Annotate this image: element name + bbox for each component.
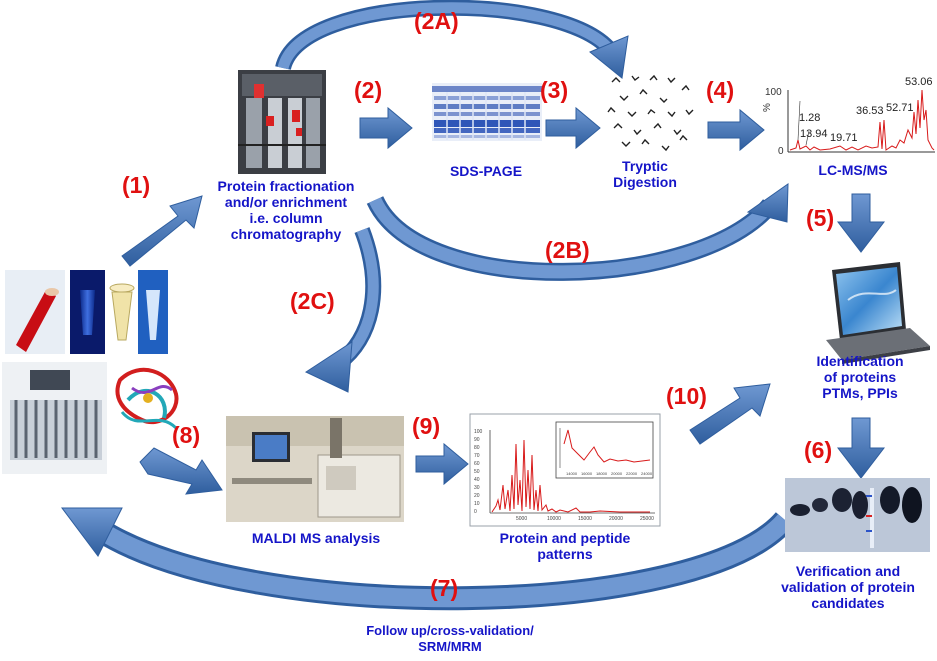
step-3-label: (3): [540, 77, 569, 103]
arrow-2: [359, 106, 413, 150]
lc-ms-peak-label-6: 53.06: [905, 76, 933, 88]
maldi-y-tick: 0: [474, 509, 477, 515]
maldi-inset-x-tick: 20000: [611, 471, 623, 476]
arrow-2b-curve: [366, 183, 789, 281]
blood-tube-photo: [5, 270, 65, 354]
step-6-label: (6): [804, 437, 833, 463]
arrow-9: [415, 442, 469, 486]
maldi-inset-x-tick: 14000: [566, 471, 578, 476]
eppendorf-tube-photo: [109, 283, 135, 341]
step-7-label: (7): [430, 575, 459, 601]
arrow-1: [121, 195, 203, 267]
maldi-inset-x-tick: 22000: [626, 471, 638, 476]
step-8-label: (8): [172, 422, 201, 448]
blue-tube-photo: [138, 270, 168, 354]
maldi-y-tick: 70: [474, 453, 480, 459]
patterns-label: Protein and peptide patterns: [499, 530, 631, 562]
step-4-label: (4): [706, 77, 735, 103]
step-2b-label: (2B): [545, 237, 590, 263]
tryptic-digestion-label: Tryptic Digestion: [613, 158, 677, 190]
maldi-y-tick: 10: [474, 501, 480, 507]
lc-ms-peak-label-5: 52.71: [886, 102, 914, 114]
maldi-y-tick: 20: [474, 493, 480, 499]
arrow-3: [545, 106, 601, 150]
maldi-y-tick: 30: [474, 485, 480, 491]
maldi-x-ticks: 5000 10000 15000 20000 25000: [516, 516, 654, 522]
maldi-y-tick: 60: [474, 461, 480, 467]
tube-rack-photo: [2, 362, 107, 474]
western-blot: [785, 478, 930, 552]
maldi-x-tick: 20000: [609, 516, 623, 522]
sds-page-label: SDS-PAGE: [449, 163, 523, 179]
lc-ms-peak-label-2: 13.94: [800, 128, 828, 140]
maldi-y-tick: 80: [474, 445, 480, 451]
maldi-y-tick: 40: [474, 477, 480, 483]
laptop-image: [826, 262, 930, 364]
arrow-8: [139, 447, 223, 495]
sds-page-gel: [432, 83, 542, 141]
identification-label: Identification of proteins PTMs, PPIs: [816, 353, 904, 401]
chromatography-photo: [238, 70, 326, 174]
lc-ms-ms-label: LC-MS/MS: [818, 162, 888, 178]
arrow-2c-curve: [304, 227, 382, 393]
maldi-label: MALDI MS analysis: [251, 530, 381, 546]
maldi-y-tick: 90: [474, 437, 480, 443]
arrow-7-curve: [61, 507, 795, 611]
maldi-y-tick: 100: [474, 429, 483, 435]
step-5-label: (5): [806, 205, 835, 231]
lc-ms-peak-label-3: 19.71: [830, 132, 858, 144]
step-10-label: (10): [666, 383, 707, 409]
step-1-label: (1): [122, 172, 151, 198]
step-2c-label: (2C): [290, 288, 335, 314]
arrow-2a-curve: [275, 0, 629, 79]
peptide-fragments: [607, 74, 694, 152]
lc-ms-peak-label-1: 1.28: [799, 112, 820, 124]
uv-tube-photo: [70, 270, 105, 354]
maldi-x-tick: 10000: [547, 516, 561, 522]
arrow-5: [836, 193, 886, 253]
lc-ms-ytick-0: 0: [778, 146, 784, 157]
maldi-y-tick: 50: [474, 469, 480, 475]
step-2-label: (2): [354, 77, 383, 103]
maldi-x-tick: 25000: [640, 516, 654, 522]
fractionation-label: Protein fractionation and/or enrichment …: [217, 178, 355, 242]
maldi-inset-x-tick: 24000: [641, 471, 653, 476]
step-2a-label: (2A): [414, 8, 459, 34]
maldi-inset-x-tick: 18000: [596, 471, 608, 476]
verification-label: Verification and validation of protein c…: [781, 563, 915, 611]
maldi-x-tick: 5000: [516, 516, 527, 522]
arrow-10: [689, 383, 771, 445]
maldi-x-tick: 15000: [578, 516, 592, 522]
maldi-spectrum: [469, 413, 661, 527]
arrow-4: [707, 108, 765, 152]
lc-ms-y-label: %: [762, 103, 773, 112]
followup-label: Follow up/cross-validation/ SRM/MRM: [366, 623, 534, 654]
maldi-inset-x-tick: 16000: [581, 471, 593, 476]
lc-ms-peak-label-4: 36.53: [856, 105, 884, 117]
maldi-instrument-photo: [226, 416, 404, 522]
lc-ms-spectrum: [787, 89, 935, 153]
step-9-label: (9): [412, 413, 441, 439]
lc-ms-ytick-100: 100: [765, 87, 782, 98]
protein-structure-image: [115, 367, 179, 430]
arrow-6: [836, 417, 886, 479]
